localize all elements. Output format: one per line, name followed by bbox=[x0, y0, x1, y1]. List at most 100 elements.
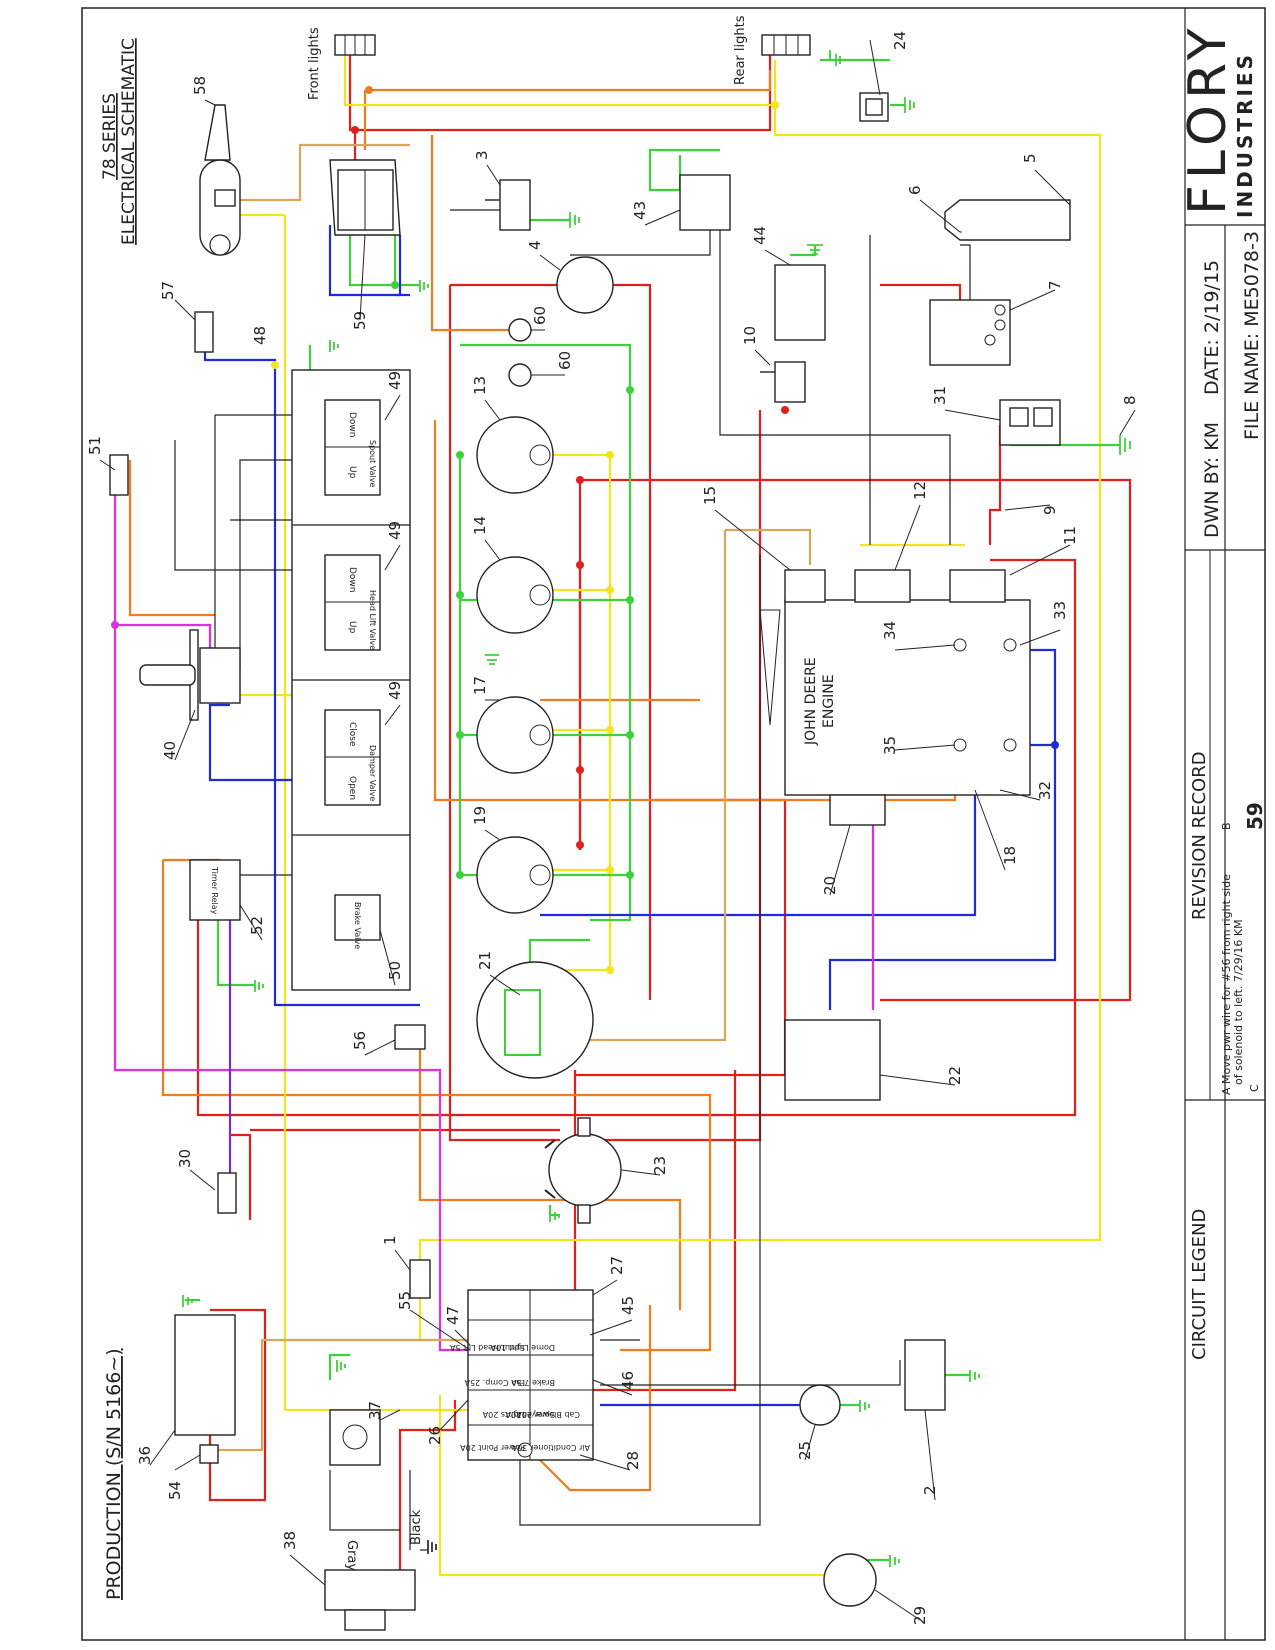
component-25-blower bbox=[799, 1384, 841, 1426]
timer-relay-label: Timer Relay bbox=[210, 866, 219, 915]
callout-43: 43 bbox=[631, 201, 649, 220]
component-5-tank bbox=[944, 199, 1071, 241]
callout-26: 26 bbox=[426, 1426, 444, 1445]
callout-35: 35 bbox=[881, 736, 899, 755]
callout-5: 5 bbox=[1021, 153, 1039, 163]
head-down: Down bbox=[347, 567, 357, 593]
callout-1: 1 bbox=[381, 1235, 399, 1245]
fuse-power-point: Power Point 20A bbox=[460, 1443, 525, 1452]
callout-7: 7 bbox=[1046, 280, 1064, 290]
component-44-module bbox=[774, 264, 826, 341]
callout-4: 4 bbox=[526, 240, 544, 250]
callout-57: 57 bbox=[159, 281, 177, 300]
spout-up: Up bbox=[347, 466, 357, 479]
wiring bbox=[111, 50, 1132, 1580]
callout-37: 37 bbox=[366, 1401, 384, 1420]
callout-3: 3 bbox=[473, 150, 491, 160]
callout-18: 18 bbox=[1001, 846, 1019, 865]
component-37-horn bbox=[329, 1409, 381, 1466]
callout-49-damper: 49 bbox=[386, 681, 404, 700]
red-wires bbox=[196, 50, 1132, 1580]
callout-32: 32 bbox=[1036, 781, 1054, 800]
revision-record-heading: REVISION RECORD bbox=[1189, 751, 1210, 920]
callout-11: 11 bbox=[1061, 526, 1079, 545]
yellow-wires bbox=[220, 50, 1102, 1577]
fuse-dome-light: Dome Light 10A bbox=[490, 1343, 555, 1352]
callout-60-a: 60 bbox=[531, 306, 549, 325]
callout-38: 38 bbox=[281, 1531, 299, 1550]
revision-c: C bbox=[1248, 1084, 1261, 1092]
head-up: Up bbox=[347, 621, 357, 634]
component-3-sensor bbox=[485, 179, 531, 231]
fuse-panel bbox=[467, 1289, 594, 1461]
component-60-indicator-a bbox=[508, 318, 532, 342]
component-21-rotary-switch bbox=[476, 961, 594, 1079]
callout-19: 19 bbox=[471, 806, 489, 825]
callout-33: 33 bbox=[1051, 601, 1069, 620]
fuse-air-conditioner: Air Conditioner 30A bbox=[511, 1443, 590, 1452]
component-17-motor bbox=[476, 696, 554, 774]
callout-10: 10 bbox=[741, 326, 759, 345]
component-31-battery bbox=[999, 399, 1061, 446]
callout-13: 13 bbox=[471, 376, 489, 395]
fuse-brake: Brake 7.5A bbox=[511, 1378, 555, 1387]
fuse-cab-blower: Cab Blower 20A bbox=[516, 1410, 580, 1419]
component-36-54 bbox=[174, 1314, 236, 1464]
stamp-number: 59 bbox=[1243, 802, 1267, 830]
damper-close: Close bbox=[347, 722, 357, 747]
rear-lights-connector bbox=[761, 34, 811, 56]
component-29-outlet bbox=[823, 1553, 877, 1607]
pump-motors bbox=[476, 416, 554, 914]
component-2-module bbox=[904, 1339, 946, 1411]
component-60-indicator-b bbox=[508, 363, 532, 387]
engine-label-1: JOHN DEERE bbox=[803, 657, 819, 746]
callout-58: 58 bbox=[191, 76, 209, 95]
valve-bank bbox=[291, 369, 411, 991]
damper-valve-label: Damper Valve bbox=[368, 745, 377, 801]
title-line-2: ELECTRICAL SCHEMATIC bbox=[119, 38, 139, 245]
component-13-motor bbox=[476, 416, 554, 494]
callout-28: 28 bbox=[624, 1451, 642, 1470]
component-22-battery bbox=[784, 1019, 881, 1101]
callout-14: 14 bbox=[471, 516, 489, 535]
wire-gray-label: Gray bbox=[344, 1540, 359, 1571]
component-23-distributor bbox=[544, 1117, 622, 1224]
fuse-spout-head: Spout/Head Lift 5A bbox=[449, 1343, 525, 1352]
callout-40: 40 bbox=[161, 741, 179, 760]
fuse-fan-comp: Fan Comp. 25A bbox=[464, 1378, 525, 1387]
callout-12: 12 bbox=[911, 481, 929, 500]
engine-label-2: ENGINE bbox=[821, 674, 837, 728]
fuse-lights: Lights 20A bbox=[482, 1410, 525, 1419]
callout-36: 36 bbox=[136, 1446, 154, 1465]
title-block: FLORY INDUSTRIES DATE: 2/19/15 DWN BY: K… bbox=[1178, 8, 1267, 1640]
component-30-switch bbox=[217, 1172, 237, 1214]
tan-wires bbox=[215, 143, 812, 1452]
title-line-1: 78 SERIES bbox=[100, 93, 120, 180]
callout-44: 44 bbox=[751, 226, 769, 245]
component-40-joystick bbox=[139, 629, 241, 721]
callout-8: 8 bbox=[1121, 395, 1139, 405]
callout-45: 45 bbox=[619, 1296, 637, 1315]
magenta-wires bbox=[113, 495, 875, 1352]
callout-52: 52 bbox=[248, 916, 266, 935]
component-14-motor bbox=[476, 556, 554, 634]
callout-15: 15 bbox=[701, 486, 719, 505]
callout-9: 9 bbox=[1041, 505, 1059, 515]
callout-27: 27 bbox=[608, 1256, 626, 1275]
callout-25: 25 bbox=[796, 1441, 814, 1460]
callout-47: 47 bbox=[444, 1306, 462, 1325]
revision-b: B bbox=[1220, 822, 1233, 830]
callout-48: 48 bbox=[251, 326, 269, 345]
leader-lines bbox=[99, 39, 1136, 1621]
wire-black-label: Black bbox=[409, 1509, 424, 1545]
component-51-switch bbox=[109, 454, 129, 496]
valve-labels: Spout Valve Down Up Head Lift Valve Down… bbox=[210, 412, 377, 949]
callout-51: 51 bbox=[86, 436, 104, 455]
components: JOHN DEERE ENGINE bbox=[109, 34, 1071, 1631]
file-name-field: FILE NAME: ME5078-3 bbox=[1241, 231, 1263, 440]
callout-50: 50 bbox=[386, 961, 404, 980]
brake-valve-label: Brake Valve bbox=[353, 902, 362, 949]
callout-55: 55 bbox=[396, 1291, 414, 1310]
spout-valve-label: Spout Valve bbox=[368, 440, 377, 488]
